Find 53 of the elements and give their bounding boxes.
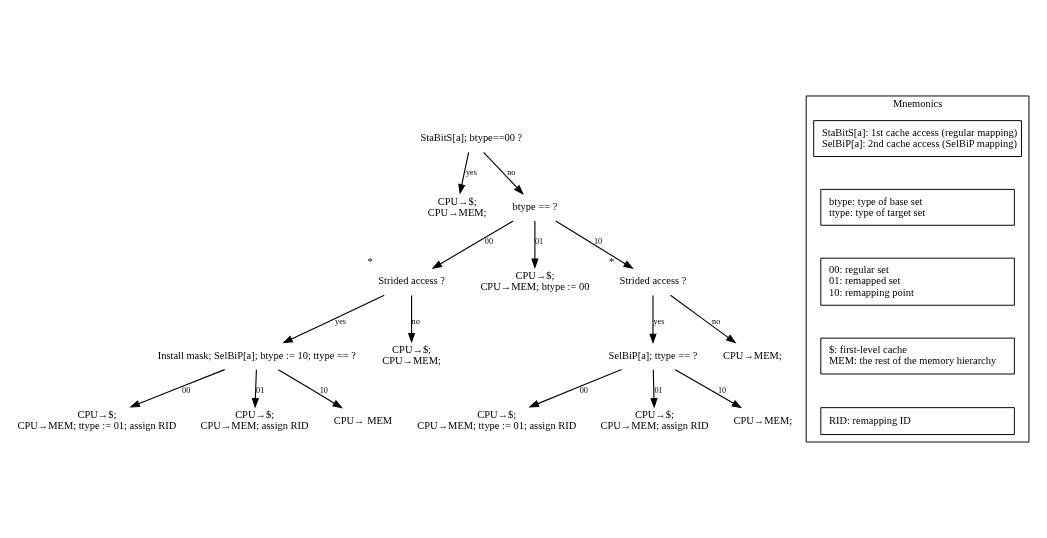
arrow [129,369,226,408]
node-label: * [608,256,615,268]
edge-label: 10 [718,385,727,395]
node-box: 00: regular set 01: remapped set 10: remapping point [820,257,1015,306]
node-box: $: first-level cache MEM: the rest of the memory hierarchy [820,337,1015,375]
node-box: btype: type of base set ttype: type of target set [820,188,1015,226]
arrow [650,369,658,409]
arrow [649,294,657,345]
arrow [483,151,524,195]
node-text: Install mask; SelBiP[a]; btype := 10; ttype == ? [157,349,356,361]
node-text: Strided access ? [378,275,445,287]
edge-label: no [712,316,721,326]
arrow [458,151,470,195]
arrow [528,369,623,408]
node-text: CPU→$; CPU→MEM; [382,344,441,367]
arrow [555,220,634,270]
node-text: CPU→$; CPU→MEM; ttype := 01; assign RID [417,409,577,432]
arrow [282,294,385,344]
node-text: btype == ? [512,201,558,213]
arrow [431,220,514,270]
arrow [277,369,343,409]
node-text: CPU→$; CPU→MEM; assign RID [600,409,709,432]
node-box: StaBitS[a]: 1st cache access (regular mapping) SelBiP[a]: 2nd cache access (SelBiP mapping) [813,120,1022,157]
arrow [251,369,260,409]
node-text: StaBitS[a]; btype==00 ? [420,132,523,144]
edge-label: yes [335,316,347,326]
edge-label: 00 [484,236,494,246]
node-text: CPU→$; CPU→MEM; ttype := 01; assign RID [17,409,177,432]
node-text: CPU→MEM; [723,349,782,361]
arrow [531,220,539,269]
node-text: CPU→MEM; [733,414,793,426]
edge-label: yes [653,316,665,326]
edge-label: yes [465,168,477,178]
node-text: CPU→$; CPU→MEM; btype := 00 [480,269,590,293]
edge-label: no [411,316,420,326]
node-text: CPU→$; CPU→MEM; assign RID [200,409,309,432]
edge-label: 10 [319,385,328,395]
edge-label: 00 [579,385,588,395]
node-box: RID: remapping ID [820,407,1015,436]
node-text: Strided access ? [619,275,687,287]
arrow [407,294,416,344]
edge-label: 01 [654,385,663,395]
arrow [674,369,743,409]
edge-label: 00 [182,385,191,395]
node-label: * [367,256,373,268]
edge-label: no [507,168,516,178]
edge-label: 01 [256,385,265,395]
arrow [670,294,737,344]
node-text: SelBiP[a]; ttype == ? [608,349,698,361]
node-text: CPU→$; CPU→MEM; [427,195,487,218]
node-text: CPU→ MEM [333,414,393,426]
edge-label: 01 [534,236,544,246]
edge-label: 10 [593,236,603,246]
